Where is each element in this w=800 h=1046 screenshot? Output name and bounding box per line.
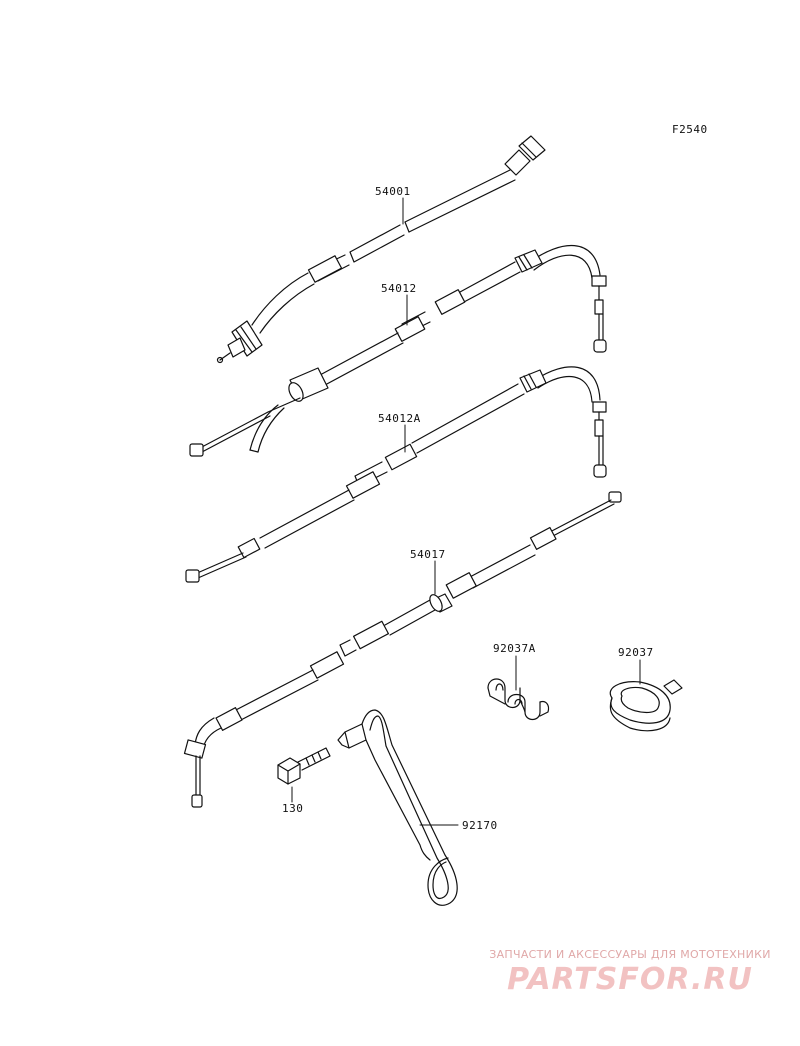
label-130: 130 bbox=[282, 802, 303, 815]
clamp-92037a bbox=[487, 678, 550, 721]
bracket-92170 bbox=[337, 709, 458, 906]
cable-54001 bbox=[216, 135, 546, 364]
cable-54012 bbox=[189, 244, 607, 457]
label-54001: 54001 bbox=[375, 185, 411, 198]
label-54012: 54012 bbox=[381, 282, 417, 295]
label-92037: 92037 bbox=[618, 646, 654, 659]
bolt-130 bbox=[277, 747, 331, 785]
clamp-92037 bbox=[609, 679, 683, 732]
watermark-logo: PARTSFOR.RU bbox=[507, 962, 753, 997]
label-54017: 54017 bbox=[410, 548, 446, 561]
cable-54017 bbox=[183, 491, 622, 808]
label-92170: 92170 bbox=[462, 819, 498, 832]
watermark-tagline: ЗАПЧАСТИ И АКСЕССУАРЫ ДЛЯ МОТОТЕХНИКИ bbox=[489, 948, 771, 961]
leader-lines bbox=[291, 197, 641, 826]
figure-code: F2540 bbox=[672, 123, 708, 136]
cable-54012a bbox=[185, 366, 607, 583]
label-54012a: 54012A bbox=[378, 412, 421, 425]
label-92037a: 92037A bbox=[493, 642, 536, 655]
